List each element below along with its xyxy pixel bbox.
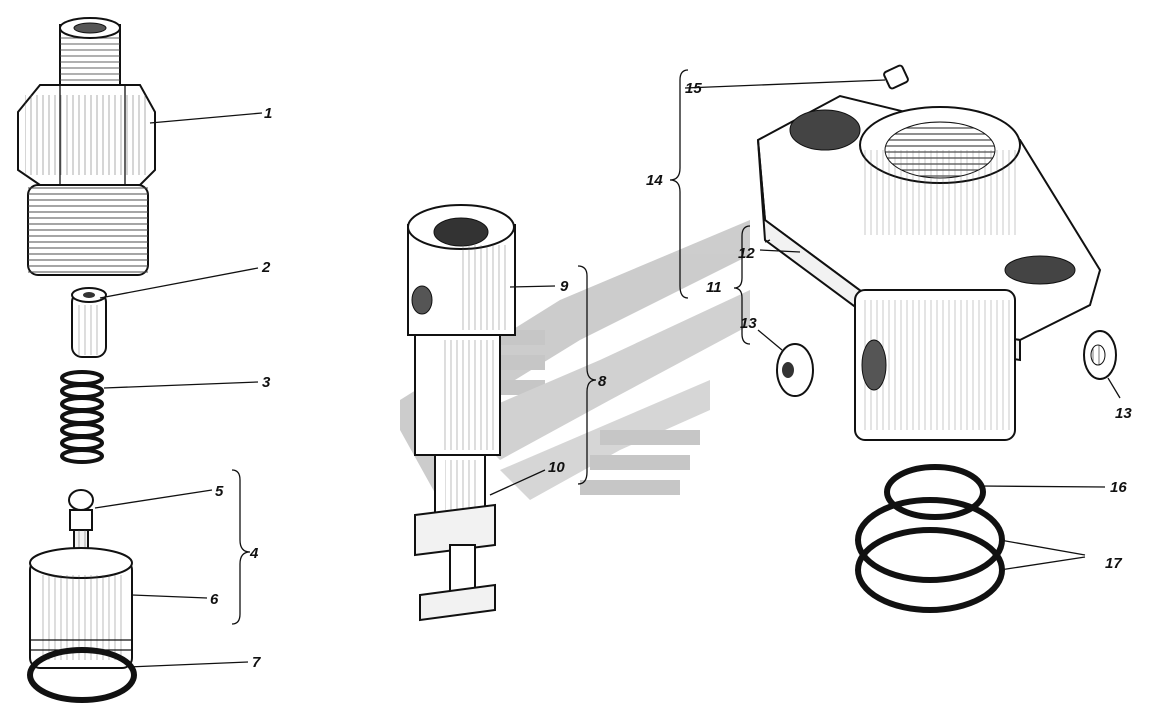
label-7: 7 (252, 654, 261, 671)
part-10-plunger (414, 454, 496, 622)
part-12-flange-body (756, 94, 1102, 441)
label-13-left: 13 (740, 315, 757, 332)
leader-lines (94, 79, 1121, 668)
part-6-valve-seat (29, 547, 133, 669)
label-1: 1 (264, 105, 272, 122)
part-13-plug-right (1083, 330, 1117, 380)
label-16: 16 (1110, 479, 1127, 496)
part-labels: 1 2 3 4 5 6 7 8 9 10 11 12 13 13 14 15 1… (210, 80, 1132, 671)
part-16-o-ring (884, 464, 986, 520)
part-1-fitting (17, 17, 156, 276)
watermark-logo (400, 220, 750, 520)
label-17: 17 (1105, 555, 1122, 572)
label-13-right: 13 (1115, 405, 1132, 422)
label-14: 14 (646, 172, 663, 189)
label-10: 10 (548, 459, 565, 476)
label-8: 8 (598, 373, 607, 390)
part-2-valve-holder (71, 287, 107, 358)
label-4: 4 (249, 545, 259, 562)
braces (231, 69, 751, 625)
label-3: 3 (262, 374, 271, 391)
label-9: 9 (560, 278, 569, 295)
label-5: 5 (215, 483, 224, 500)
part-15-pin (883, 64, 909, 90)
part-13-plug-left (776, 343, 814, 397)
label-15: 15 (685, 80, 702, 97)
label-6: 6 (210, 591, 219, 608)
label-2: 2 (261, 259, 271, 276)
part-9-bushing (407, 204, 516, 456)
part-7-o-ring (27, 647, 137, 703)
label-11: 11 (706, 279, 722, 296)
label-12: 12 (738, 245, 755, 262)
part-3-spring (60, 370, 104, 464)
